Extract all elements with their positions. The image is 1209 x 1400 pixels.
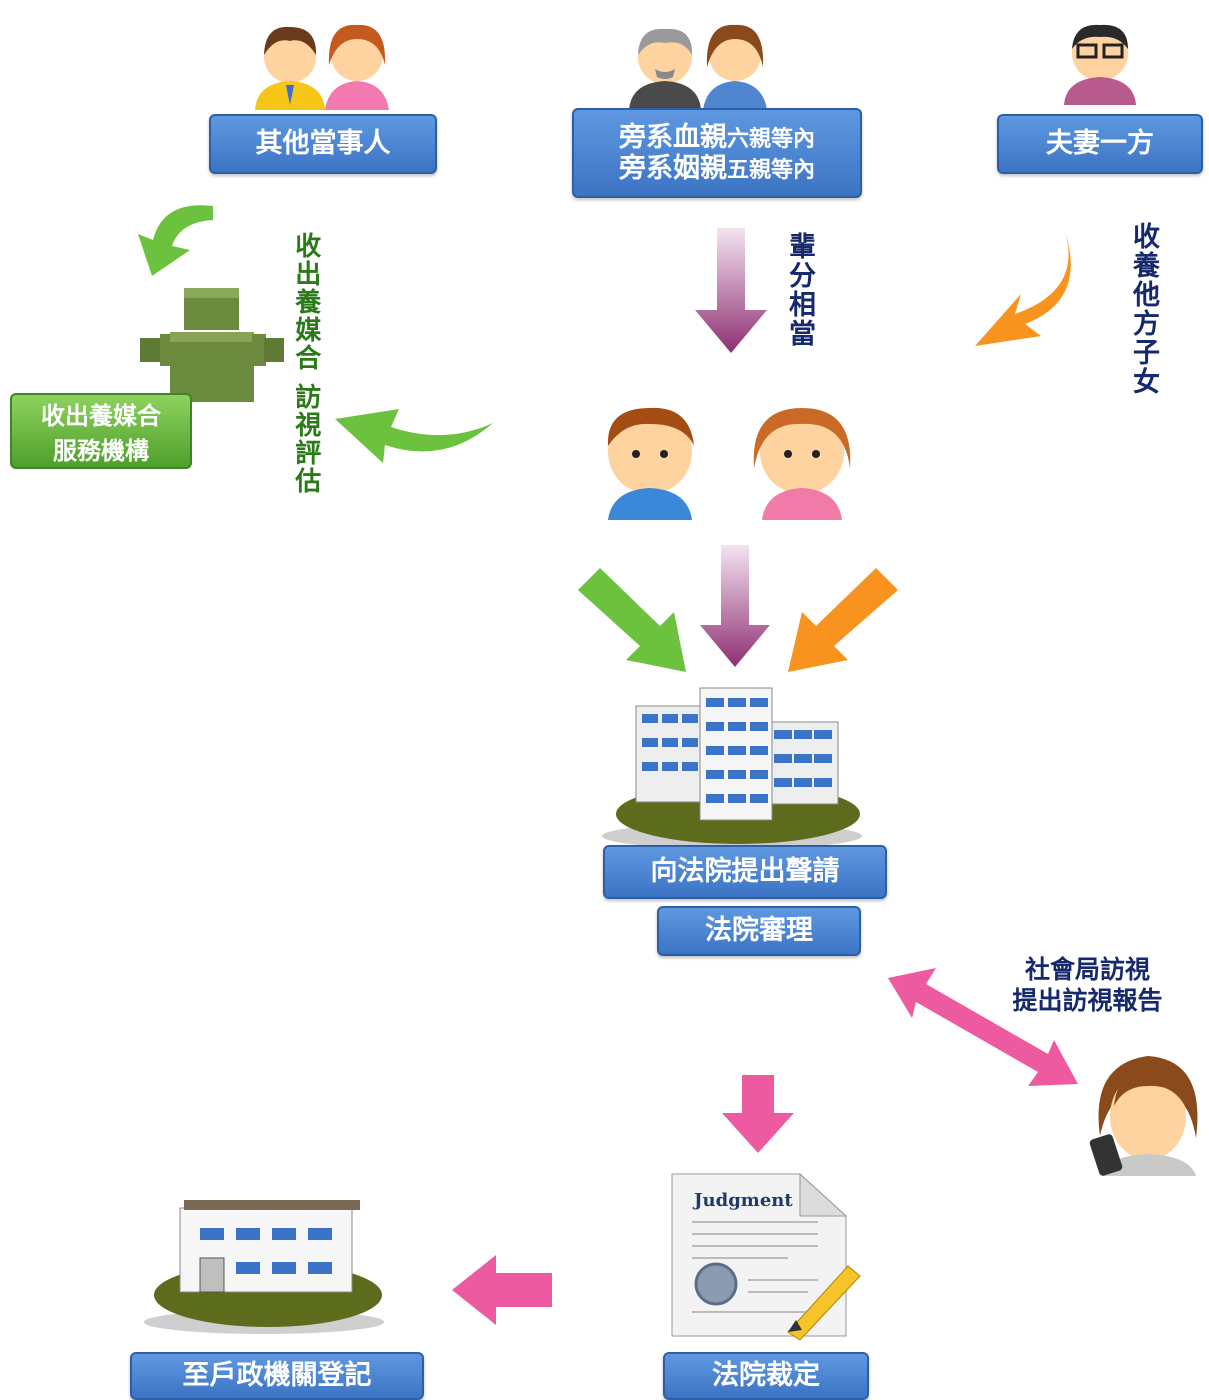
court-ruling-box: 法院裁定 [663, 1352, 869, 1400]
court-review-box: 法院審理 [657, 906, 861, 956]
purple-down-arrow-top [695, 228, 767, 353]
green-curved-arrow-icon [138, 205, 213, 276]
judgment-document-icon [671, 1172, 861, 1341]
agency-figure-icon [140, 288, 284, 402]
relatives-line1-small: 六親等內 [726, 126, 815, 152]
purple-down-arrow-middle [700, 545, 770, 667]
social-line2: 提出訪視報告 [1012, 986, 1163, 1016]
registration-label: 至戶政機關登記 [182, 1360, 372, 1392]
household-registration-office-icon [144, 1200, 384, 1334]
pink-double-arrow-icon [888, 968, 1078, 1086]
relatives-line2-main: 旁系姻親 [618, 153, 727, 184]
couple-people-icon [255, 24, 389, 110]
man-with-glasses-icon [1064, 24, 1136, 105]
judgment-title: Judgment [694, 1190, 793, 1211]
court-ruling-label: 法院裁定 [712, 1360, 820, 1392]
matching-annotation: 收出養媒合 訪視評估 [288, 232, 322, 495]
other-party-box: 其他當事人 [209, 114, 437, 174]
agency-box: 收出養媒合 服務機構 [10, 393, 192, 469]
court-review-label: 法院審理 [705, 915, 813, 947]
orange-curved-arrow-icon [975, 218, 1071, 346]
other-party-label: 其他當事人 [255, 128, 391, 160]
green-left-arrow-icon [335, 409, 493, 463]
relatives-line2-small: 五親等內 [726, 158, 815, 183]
spouse-label: 夫妻一方 [1046, 128, 1154, 160]
agency-line1: 收出養媒合 [41, 402, 161, 430]
pink-left-arrow-icon [452, 1255, 552, 1325]
relatives-line1-main: 旁系血親 [618, 121, 727, 153]
matching-col1: 收出養媒合 [290, 232, 321, 372]
matching-col2: 訪視評估 [290, 383, 321, 496]
relatives-line2: 旁系姻親五親等內 [619, 153, 815, 184]
social-line1: 社會局訪視 [1024, 955, 1150, 984]
green-diagonal-arrow-icon [578, 568, 686, 672]
petition-label: 向法院提出聲請 [650, 856, 840, 888]
agency-line2: 服務機構 [53, 437, 149, 465]
relatives-box: 旁系血親六親等內 旁系姻親五親等內 [572, 108, 862, 198]
elderly-couple-icon [629, 24, 767, 110]
same-generation-annotation: 輩分相當 [784, 232, 815, 348]
registration-box: 至戶政機關登記 [130, 1352, 424, 1400]
children-icon [607, 407, 851, 520]
court-building-icon [602, 687, 862, 849]
spouse-box: 夫妻一方 [997, 114, 1203, 174]
social-report-annotation: 社會局訪視 提出訪視報告 [990, 954, 1185, 1017]
orange-diagonal-arrow-icon [788, 568, 898, 672]
pink-down-arrow-icon [722, 1075, 794, 1153]
adopt-spouse-child-annotation: 收養他方子女 [1128, 222, 1159, 396]
relatives-line1: 旁系血親六親等內 [619, 122, 815, 153]
social-worker-icon [1089, 1056, 1198, 1176]
petition-box: 向法院提出聲請 [603, 845, 887, 899]
